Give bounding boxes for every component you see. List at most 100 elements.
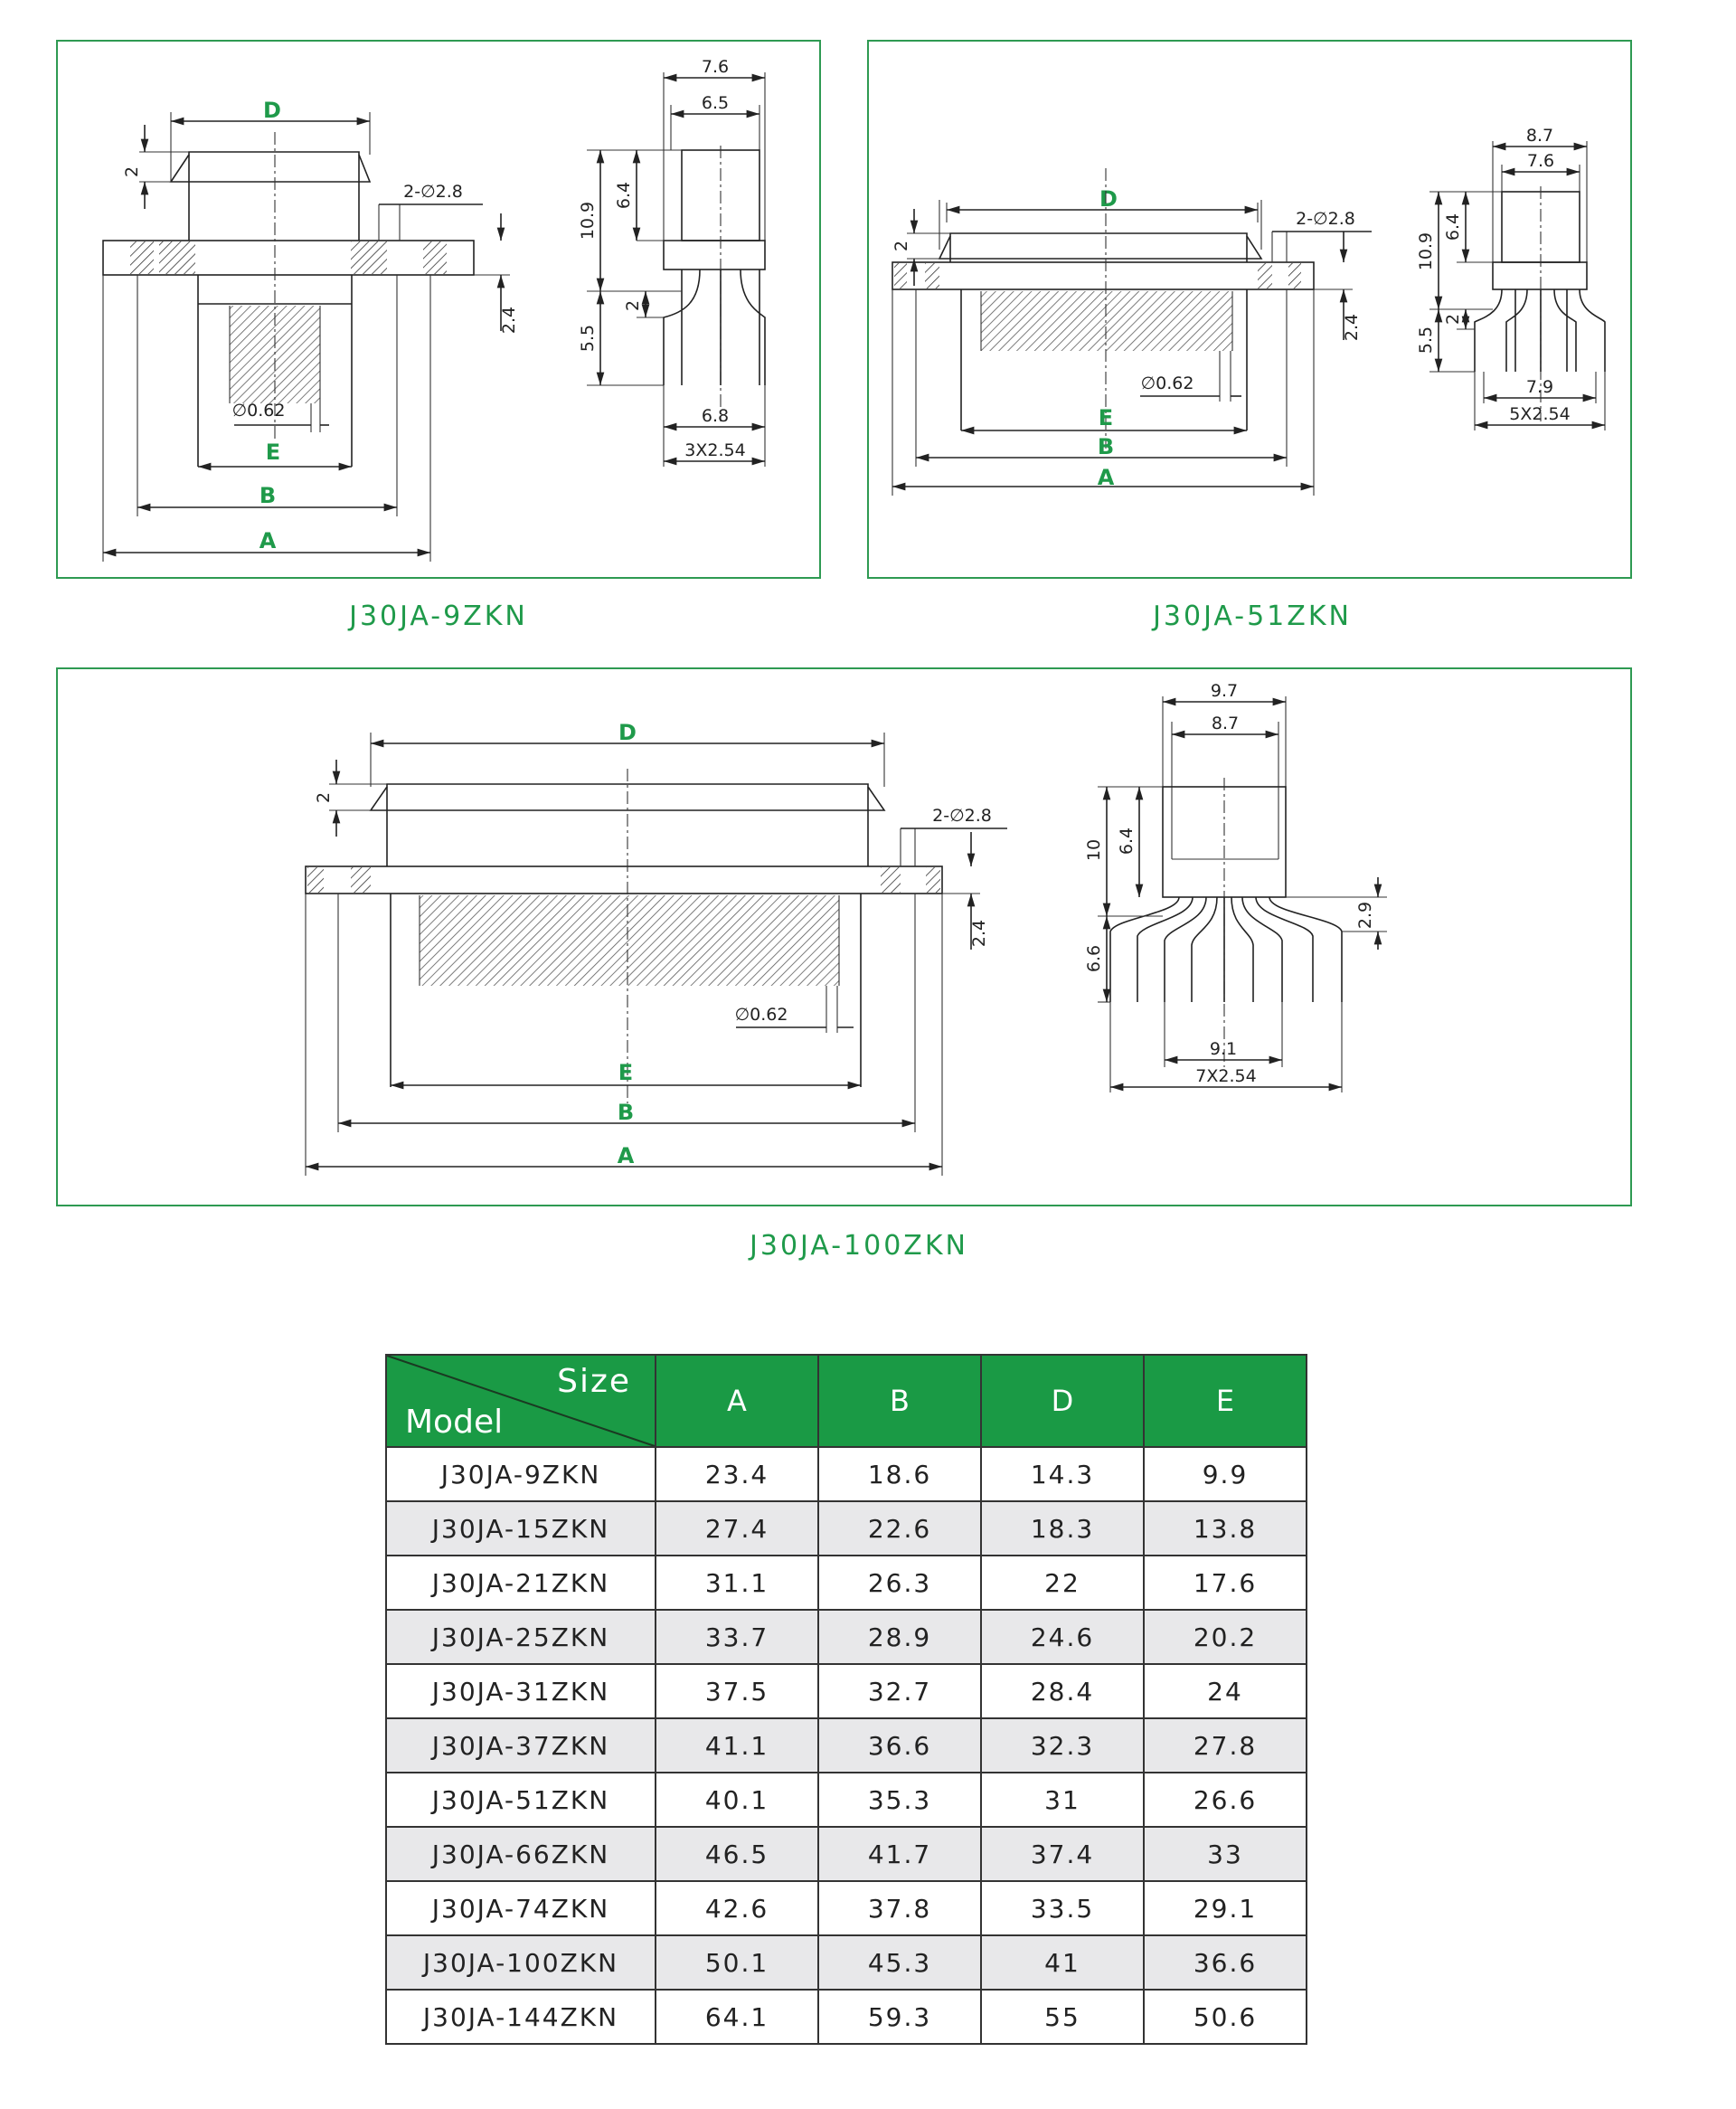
- column-header-b: B: [817, 1354, 982, 1448]
- value-cell: 50.1: [655, 1934, 819, 1991]
- label-d: D: [263, 98, 281, 123]
- value-cell: 36.6: [817, 1717, 982, 1773]
- value-cell: 37.8: [817, 1880, 982, 1936]
- value-cell: 22.6: [817, 1500, 982, 1556]
- side-view: 9.7 8.7 10 6.4 6.6 2.9: [1084, 681, 1387, 1092]
- value-cell: 26.3: [817, 1555, 982, 1611]
- dim-pin-dia: ∅0.62: [1141, 374, 1194, 393]
- dim-w1: 9.7: [1211, 681, 1238, 701]
- caption-51zkn: J30JA-51ZKN: [1153, 601, 1352, 632]
- value-cell: 45.3: [817, 1934, 982, 1991]
- value-cell: 23.4: [655, 1446, 819, 1502]
- label-b: B: [618, 1100, 634, 1125]
- value-cell: 29.1: [1143, 1880, 1307, 1936]
- value-cell: 41.7: [817, 1826, 982, 1882]
- corner-diagonal: [388, 1357, 654, 1445]
- dim-holes: 2-∅2.8: [1296, 209, 1355, 229]
- value-cell: 32.7: [817, 1663, 982, 1719]
- drawing-9zkn: D 2 2-∅2.8 2.4: [102, 57, 766, 562]
- value-cell: 32.3: [980, 1717, 1145, 1773]
- dim-h-lower: 5.5: [578, 325, 598, 352]
- value-cell: 31: [980, 1772, 1145, 1828]
- label-e: E: [618, 1060, 633, 1085]
- value-cell: 37.4: [980, 1826, 1145, 1882]
- value-cell: 22: [980, 1555, 1145, 1611]
- dim-h-lower: 6.6: [1084, 945, 1104, 972]
- column-header-d: D: [980, 1354, 1145, 1448]
- column-header-e: E: [1143, 1354, 1307, 1448]
- value-cell: 9.9: [1143, 1446, 1307, 1502]
- value-cell: 17.6: [1143, 1555, 1307, 1611]
- label-a: A: [1098, 465, 1115, 490]
- side-view: 8.7 7.6 10.9 6.4 5.5 2: [1416, 126, 1606, 430]
- model-cell: J30JA-37ZKN: [385, 1717, 656, 1773]
- dim-pitch: 7X2.54: [1195, 1066, 1256, 1086]
- value-cell: 28.4: [980, 1663, 1145, 1719]
- value-cell: 59.3: [817, 1989, 982, 2045]
- dim-h-total: 10: [1084, 839, 1104, 861]
- value-cell: 41.1: [655, 1717, 819, 1773]
- drawing-51zkn: D 2 2-∅2.8 2.4: [892, 126, 1606, 496]
- dim-2: 2: [122, 166, 142, 177]
- drawing-100zkn: D 2 2-∅2.8 2.4: [305, 681, 1387, 1176]
- table-corner-cell: Size Model: [385, 1354, 656, 1448]
- value-cell: 46.5: [655, 1826, 819, 1882]
- model-cell: J30JA-25ZKN: [385, 1609, 656, 1665]
- model-cell: J30JA-9ZKN: [385, 1446, 656, 1502]
- corner-size-label: Size: [557, 1363, 631, 1400]
- value-cell: 27.4: [655, 1500, 819, 1556]
- label-e: E: [1099, 405, 1113, 430]
- dim-2: 2: [314, 792, 334, 803]
- table-header-row: Size Model A B D E: [385, 1354, 1307, 1448]
- label-b: B: [259, 483, 276, 508]
- value-cell: 36.6: [1143, 1934, 1307, 1991]
- value-cell: 64.1: [655, 1989, 819, 2045]
- value-cell: 20.2: [1143, 1609, 1307, 1665]
- dim-pin-span: 6.8: [702, 406, 729, 426]
- dim-w1: 7.6: [702, 57, 729, 77]
- pin-bank: [980, 291, 1233, 351]
- model-cell: J30JA-15ZKN: [385, 1500, 656, 1556]
- label-d: D: [618, 720, 637, 745]
- value-cell: 55: [980, 1989, 1145, 2045]
- value-cell: 50.6: [1143, 1989, 1307, 2045]
- value-cell: 35.3: [817, 1772, 982, 1828]
- diagram-panel-51zkn: D 2 2-∅2.8 2.4: [867, 40, 1632, 579]
- value-cell: 33.7: [655, 1609, 819, 1665]
- dim-pin-span: 7.9: [1526, 377, 1553, 397]
- side-view: 7.6 6.5 10.9 6.4 5.5 2: [578, 57, 766, 467]
- label-b: B: [1098, 434, 1114, 459]
- dim-w2: 8.7: [1212, 714, 1239, 733]
- label-a: A: [259, 528, 277, 553]
- dim-thickness: 2.4: [1342, 314, 1362, 341]
- model-cell: J30JA-31ZKN: [385, 1663, 656, 1719]
- value-cell: 24: [1143, 1663, 1307, 1719]
- caption-100zkn: J30JA-100ZKN: [750, 1230, 968, 1262]
- front-view: D 2 2-∅2.8 2.4: [305, 720, 1007, 1176]
- dim-w2: 6.5: [702, 93, 729, 113]
- value-cell: 31.1: [655, 1555, 819, 1611]
- dim-h-step: 2: [1443, 314, 1463, 325]
- dim-thickness: 2.4: [969, 920, 989, 947]
- dim-pitch: 5X2.54: [1509, 404, 1570, 424]
- dim-h-lower: 5.5: [1416, 326, 1436, 354]
- front-view: D 2 2-∅2.8 2.4: [102, 98, 519, 562]
- model-cell: J30JA-144ZKN: [385, 1989, 656, 2045]
- dim-w1: 8.7: [1526, 126, 1553, 146]
- dim-h-step: 2.9: [1355, 902, 1375, 929]
- model-cell: J30JA-21ZKN: [385, 1555, 656, 1611]
- label-e: E: [266, 440, 280, 465]
- value-cell: 33: [1143, 1826, 1307, 1882]
- dim-pitch: 3X2.54: [684, 440, 745, 460]
- value-cell: 33.5: [980, 1880, 1145, 1936]
- model-cell: J30JA-51ZKN: [385, 1772, 656, 1828]
